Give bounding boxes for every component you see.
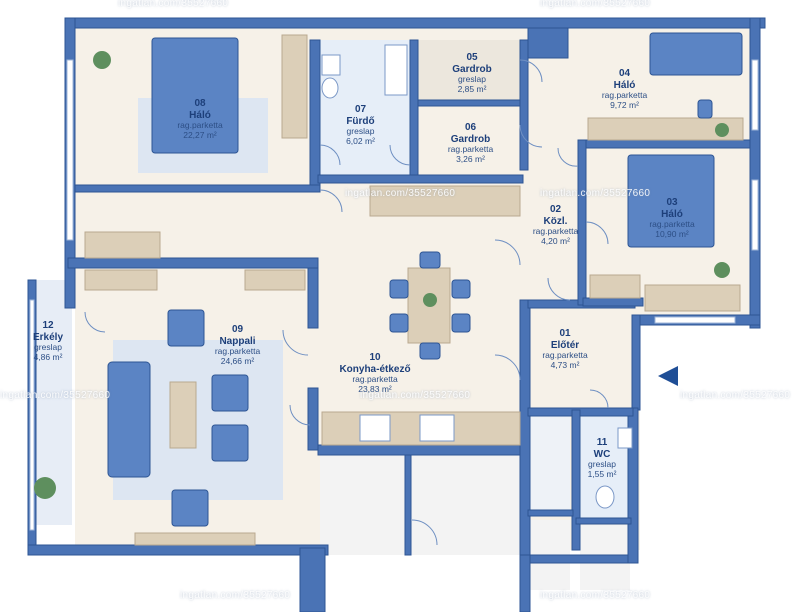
room-material: greslap: [34, 342, 62, 352]
room-number: 08: [194, 98, 206, 109]
room-area: 10,90 m²: [655, 228, 689, 239]
room-material: rag.parketta: [447, 144, 494, 154]
room-area: 22,27 m²: [183, 129, 217, 140]
room-material: rag.parketta: [601, 90, 648, 100]
built-in-furniture: [84, 34, 744, 546]
watermark: ingatlan.com/35527660: [345, 188, 456, 199]
room-area: 4,73 m²: [550, 359, 580, 370]
room-area: 4,20 m²: [541, 235, 570, 246]
watermark: ingatlan.com/35527660: [180, 590, 291, 601]
room-material: rag.parketta: [214, 346, 261, 356]
room-area: 6,02 m²: [346, 135, 375, 146]
bath-fixtures: [321, 44, 633, 509]
room-10-label: 10 Konyha-étkező rag.parketta 23,83 m²: [325, 352, 425, 395]
room-04-label: 04 Háló rag.parketta 9,72 m²: [587, 68, 662, 111]
room-08-label: 08 Háló rag.parketta 22,27 m²: [155, 98, 245, 141]
watermark: ingatlan.com/35527660: [0, 390, 111, 401]
room-material: rag.parketta: [532, 226, 579, 236]
room-12-label: 12 Erkély greslap 4,86 m²: [27, 320, 69, 363]
room-area: 4,86 m²: [33, 351, 63, 362]
room-06-label: 06 Gardrob rag.parketta 3,26 m²: [433, 122, 508, 165]
room-material: rag.parketta: [352, 374, 398, 384]
room-number: 02: [549, 204, 562, 215]
room-number: 11: [596, 437, 608, 448]
room-material: greslap: [458, 74, 486, 84]
room-name: Háló: [189, 109, 211, 121]
room-area: 23,83 m²: [358, 383, 392, 394]
room-05-label: 05 Gardrob greslap 2,85 m²: [437, 52, 507, 95]
room-number: 07: [354, 104, 367, 115]
room-name: Gardrob: [452, 63, 492, 75]
room-02-label: 02 Közl. rag.parketta 4,20 m²: [528, 204, 583, 247]
room-name: Háló: [661, 208, 683, 220]
room-name: WC: [593, 448, 611, 460]
room-09-label: 09 Nappali rag.parketta 24,66 m²: [200, 324, 275, 367]
room-number: 12: [42, 320, 54, 331]
room-material: greslap: [346, 126, 375, 136]
room-name: Fürdő: [346, 115, 375, 127]
room-material: rag.parketta: [649, 219, 695, 229]
room-material: rag.parketta: [542, 350, 588, 360]
watermark: ingatlan.com/35527660: [540, 0, 651, 9]
watermark: ingatlan.com/35527660: [540, 590, 651, 601]
room-name: Gardrob: [450, 133, 491, 145]
room-number: 03: [666, 197, 678, 208]
room-name: Konyha-étkező: [339, 363, 411, 375]
room-name: Erkély: [32, 331, 64, 343]
room-area: 9,72 m²: [610, 99, 639, 110]
watermark: ingatlan.com/35527660: [540, 188, 651, 199]
windows: [29, 59, 759, 531]
blue-furniture: [107, 32, 743, 527]
room-material: rag.parketta: [177, 120, 223, 130]
room-07-label: 07 Fürdő greslap 6,02 m²: [328, 104, 393, 147]
room-area: 2,85 m²: [457, 83, 487, 94]
room-number: 01: [559, 328, 571, 339]
room-area: 3,26 m²: [456, 153, 485, 164]
walls: [27, 17, 766, 612]
room-area: 1,55 m²: [587, 468, 617, 479]
watermark: ingatlan.com/35527660: [360, 390, 471, 401]
room-11-label: 11 WC greslap 1,55 m²: [578, 437, 626, 480]
room-name: Nappali: [219, 335, 256, 347]
entrance-arrow-icon: [658, 366, 678, 386]
room-number: 10: [369, 352, 381, 363]
room-name: Háló: [613, 79, 636, 91]
room-number: 05: [466, 52, 478, 63]
room-material: greslap: [588, 459, 616, 469]
room-03-label: 03 Háló rag.parketta 10,90 m²: [632, 197, 712, 240]
room-name: Előtér: [550, 339, 580, 351]
room-area: 24,66 m²: [220, 355, 255, 366]
watermark: ingatlan.com/35527660: [118, 0, 229, 9]
doors: [84, 59, 609, 546]
room-number: 06: [464, 122, 477, 133]
room-number: 04: [618, 68, 631, 79]
room-01-label: 01 Előtér rag.parketta 4,73 m²: [530, 328, 600, 371]
watermark: ingatlan.com/35527660: [680, 390, 791, 401]
room-name: Közl.: [543, 215, 568, 227]
room-number: 09: [231, 324, 244, 335]
plant-icon: [34, 51, 730, 499]
